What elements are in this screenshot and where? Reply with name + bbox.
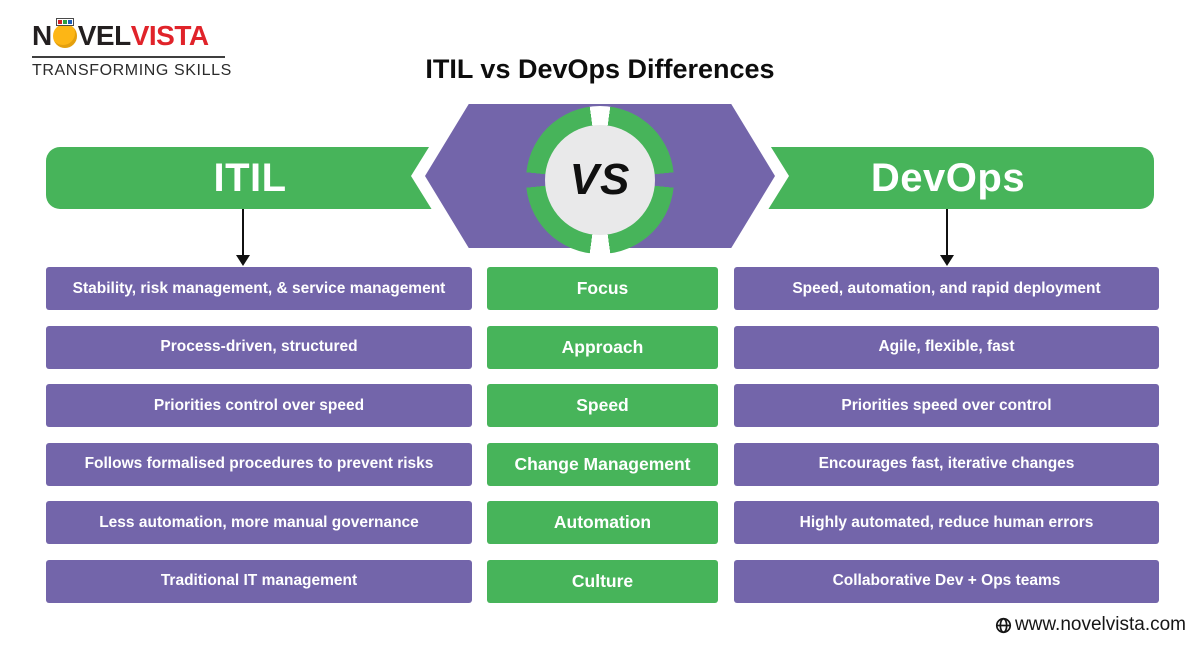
website-link[interactable]: www.novelvista.com [1014,614,1186,635]
category-cell: Speed [487,384,718,427]
table-row: Follows formalised procedures to prevent… [46,442,1159,486]
devops-cell: Agile, flexible, fast [734,325,1159,369]
devops-cell: Priorities speed over control [734,384,1159,427]
table-row: Stability, risk management, & service ma… [46,267,1159,310]
category-cell: Focus [487,267,718,310]
table-row: Process-driven, structured Approach Agil… [46,325,1159,369]
logo-divider [32,56,225,58]
itil-down-arrow-icon [236,209,250,266]
comparison-table: Stability, risk management, & service ma… [46,267,1159,603]
vs-label: VS [545,125,655,235]
medal-icon [52,18,77,48]
devops-down-arrow-icon [940,209,954,266]
table-row: Priorities control over speed Speed Prio… [46,384,1159,427]
itil-cell: Less automation, more manual governance [46,501,472,544]
category-cell: Change Management [487,442,718,486]
logo-part-n: N [32,20,52,51]
devops-cell: Speed, automation, and rapid deployment [734,267,1159,310]
category-cell: Approach [487,325,718,369]
itil-cell: Follows formalised procedures to prevent… [46,442,472,486]
itil-cell: Traditional IT management [46,559,472,603]
devops-header-label: DevOps [870,155,1026,200]
logo-tagline: TRANSFORMING SKILLS [32,62,232,79]
novelvista-logo: N VEL VISTA TRANSFORMING SKILLS [32,18,232,80]
logo-wordmark: N VEL VISTA [32,18,232,52]
itil-cell: Priorities control over speed [46,384,472,427]
table-row: Traditional IT management Culture Collab… [46,559,1159,603]
itil-cell: Process-driven, structured [46,325,472,369]
globe-icon [995,617,1012,633]
devops-cell: Highly automated, reduce human errors [734,501,1159,544]
rgb-badge-icon [55,18,74,26]
logo-part-vel: VEL [77,20,131,51]
itil-header-label: ITIL [213,155,287,200]
footer: www.novelvista.com [995,614,1186,636]
logo-part-vista: VISTA [130,20,209,51]
table-row: Less automation, more manual governance … [46,501,1159,544]
devops-cell: Collaborative Dev + Ops teams [734,559,1159,603]
vs-ring-icon: VS [526,106,674,254]
page-title: ITIL vs DevOps Differences [425,54,775,84]
category-cell: Culture [487,559,718,603]
devops-cell: Encourages fast, iterative changes [734,442,1159,486]
category-cell: Automation [487,501,718,544]
itil-cell: Stability, risk management, & service ma… [46,267,472,310]
